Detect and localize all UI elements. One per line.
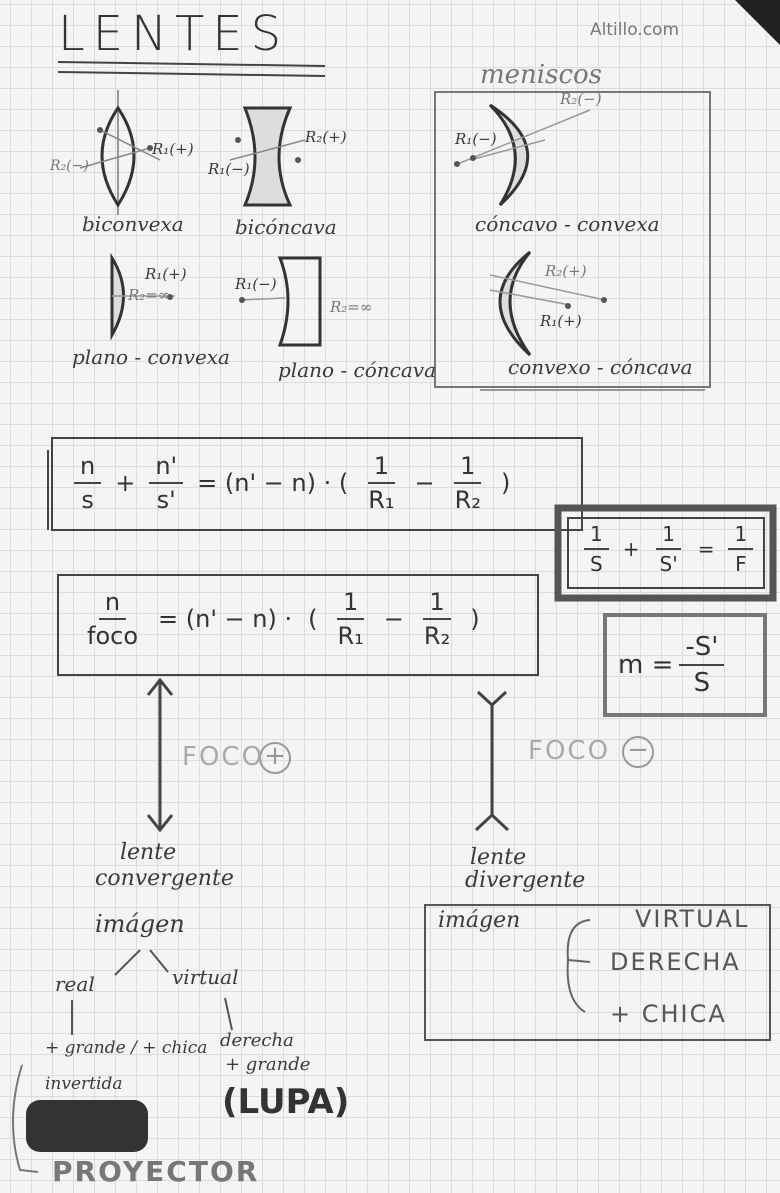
convexo-concava-label: convexo - cóncava [508,355,693,379]
proyector-label: PROYECTOR [52,1155,260,1188]
convergente-real: real [55,972,95,996]
lente-divergente-line1: lente [470,845,527,870]
meniscos-label: meniscos [480,60,603,90]
corner-fold [735,0,780,45]
biconcava-lens [229,106,306,207]
biconcava-r1: R₁(−) [208,160,250,178]
biconvexa-label: biconvexa [82,212,184,236]
foco-negative-label: FOCO [528,736,611,766]
magnification-formula: m = -S'S [618,632,730,698]
divergent-box [424,904,771,1041]
divergente-prop-virtual: VIRTUAL [635,905,750,933]
lupa-label: (LUPA) [222,1082,350,1122]
plano-convexa-lens [110,252,175,341]
convergente-virtual: virtual [172,965,239,989]
convergente-imagen: imágen [95,910,185,938]
biconvexa-lens [79,90,161,215]
convexo-concava-lens [489,250,607,357]
watermark: Altillo.com [590,20,680,40]
divergente-prop-derecha: DERECHA [610,948,741,976]
redacted-blob [26,1100,148,1152]
foco-negative-sign: − [627,735,649,765]
plano-concava-lens [239,256,322,347]
biconcava-label: bicóncava [235,215,337,239]
lente-convergente-line2: convergente [95,866,234,891]
plano-convexa-r1: R₁(+) [145,265,187,283]
plano-concava-r1: R₁(−) [235,275,277,293]
lente-divergente-line2: divergente [465,868,586,893]
plano-convexa-r2: R₂=∞ [128,286,171,304]
foco-positive-label: FOCO [182,742,265,772]
meniscos-frame [434,91,711,388]
convexo-concava-r1: R₁(+) [540,312,582,330]
convexo-concava-r2: R₂(+) [545,262,587,280]
concavo-convexa-lens [454,103,591,207]
divergente-prop-chica: + CHICA [610,1000,727,1028]
concavo-convexa-r1: R₁(−) [455,130,497,148]
foco-positive-sign: + [264,741,286,771]
real-props-line1: + grande / + chica [45,1038,208,1058]
concavo-convexa-label: cóncavo - convexa [475,212,660,236]
page-title: LENTES [58,6,290,62]
lente-convergente-line1: lente [120,840,177,865]
divergente-imagen: imágen [438,908,521,933]
biconvexa-r2: R₂(−) [50,158,89,174]
virtual-props-line1: derecha [220,1030,294,1051]
biconcava-r2: R₂(+) [305,128,347,146]
divergent-lens-symbol [474,690,510,832]
plano-concava-r2: R₂=∞ [330,298,373,316]
plano-convexa-label: plano - convexa [72,345,230,369]
plano-concava-label: plano - cóncava [278,358,436,382]
real-props-line2: invertida [45,1074,123,1094]
biconvexa-r1: R₁(+) [152,140,194,158]
convergent-lens-symbol [146,677,174,833]
virtual-props-line2: + grande [225,1054,311,1075]
concavo-convexa-r2: R₂(−) [560,90,602,108]
